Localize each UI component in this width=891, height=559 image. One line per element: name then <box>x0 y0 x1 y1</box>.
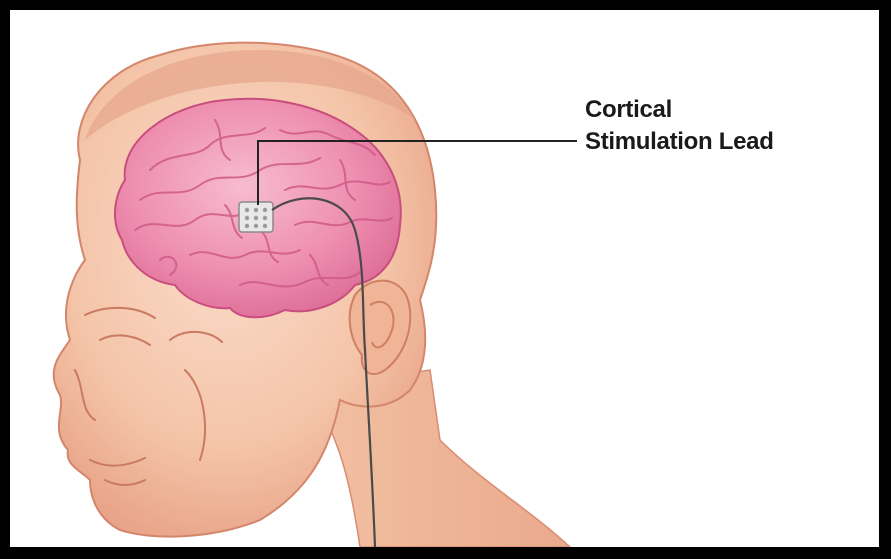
label-line-1: Cortical <box>585 94 774 126</box>
label-line-2: Stimulation Lead <box>585 126 774 158</box>
cortical-stimulation-lead-label: Cortical Stimulation Lead <box>585 94 774 158</box>
electrode-pad-icon <box>239 202 273 232</box>
head-profile-illustration <box>10 10 879 547</box>
diagram-frame: Cortical Stimulation Lead <box>10 10 879 547</box>
